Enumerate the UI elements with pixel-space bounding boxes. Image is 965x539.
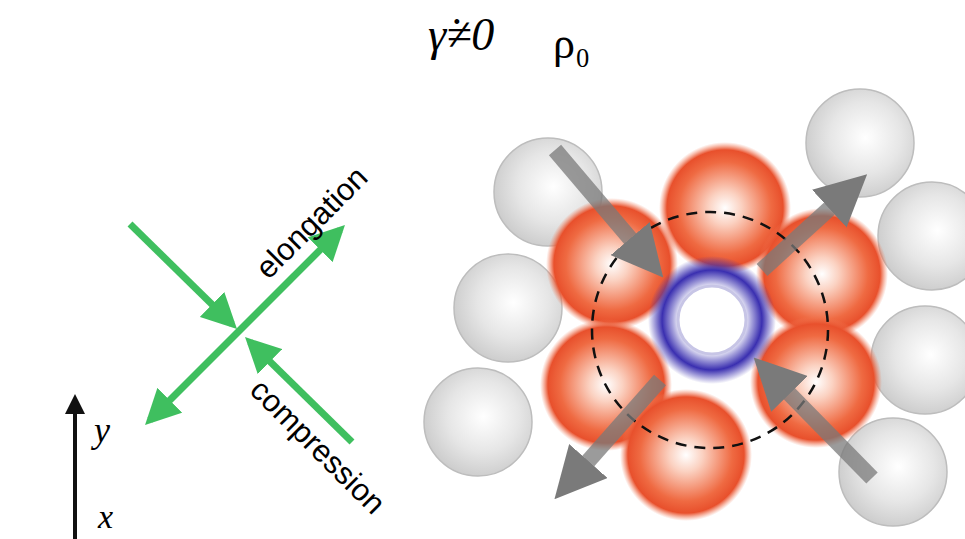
axis-label: x	[98, 500, 113, 534]
y-axis	[73, 398, 77, 539]
outer-particles	[424, 89, 965, 526]
elongation-label: elongation	[250, 160, 373, 283]
flow-arrows	[555, 150, 872, 484]
density-label: ρ₀	[553, 22, 590, 66]
central-core	[678, 286, 746, 354]
axis-label: y	[94, 412, 110, 448]
central-particle	[648, 256, 776, 384]
shear-rate-label: γ̇≠0	[428, 12, 494, 58]
strain-axes	[130, 224, 352, 442]
compression-label: compression	[245, 373, 391, 519]
neighbour-particles	[540, 142, 888, 521]
